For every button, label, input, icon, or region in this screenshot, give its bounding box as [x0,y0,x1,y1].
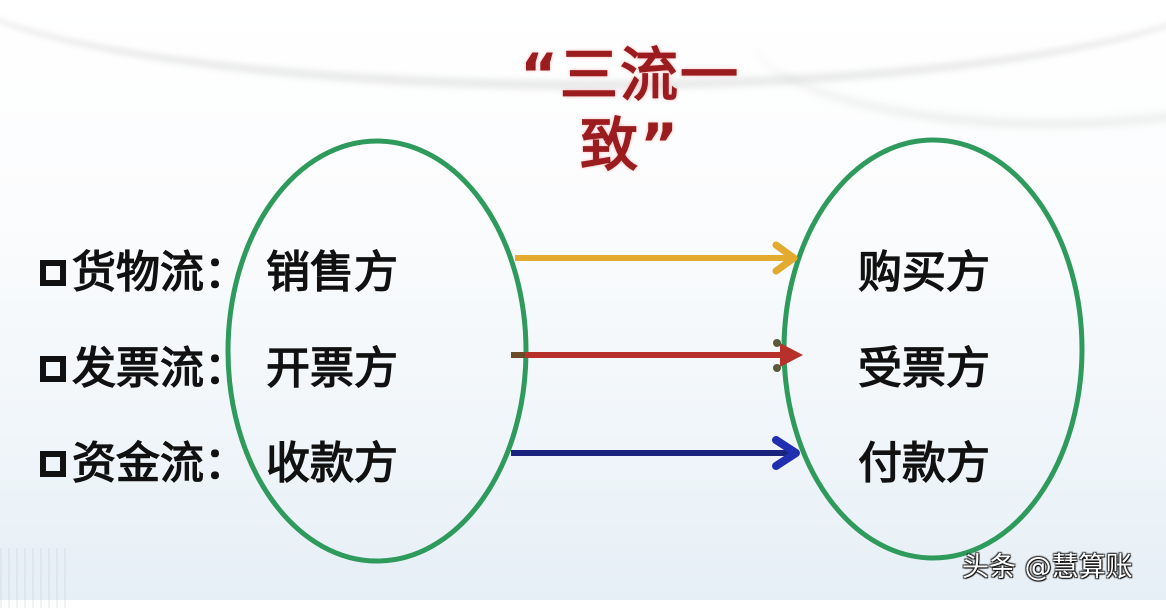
flow-to-party-invoice: 受票方 [858,343,990,394]
seller-group-ellipse [225,138,529,564]
flow-from-party: 销售方 [266,247,398,298]
diagram-title: “三流一致” [519,41,741,179]
checkbox-icon [40,356,66,382]
flow-row-funds: 资金流： 收款方 [40,434,398,494]
funds-flow-arrow [511,436,800,470]
watermark: 头条 @慧算账 [962,552,1133,583]
flow-from-party: 收款方 [266,438,398,489]
invoice-flow-arrow [511,339,803,372]
flow-label: 发票流： [72,343,248,394]
flow-from-party: 开票方 [266,343,398,394]
flow-to-party-funds: 付款方 [858,438,990,489]
checkbox-icon [40,451,66,477]
goods-flow-arrow [515,241,798,275]
flow-row-invoice: 发票流： 开票方 [40,339,398,399]
flow-label: 货物流： [72,247,248,298]
flow-row-goods: 货物流： 销售方 [40,243,398,303]
background-building [0,548,68,608]
checkbox-icon [40,260,66,286]
background-sheen [0,0,1166,90]
flow-to-party-goods: 购买方 [858,247,990,298]
flow-label: 资金流： [72,438,248,489]
